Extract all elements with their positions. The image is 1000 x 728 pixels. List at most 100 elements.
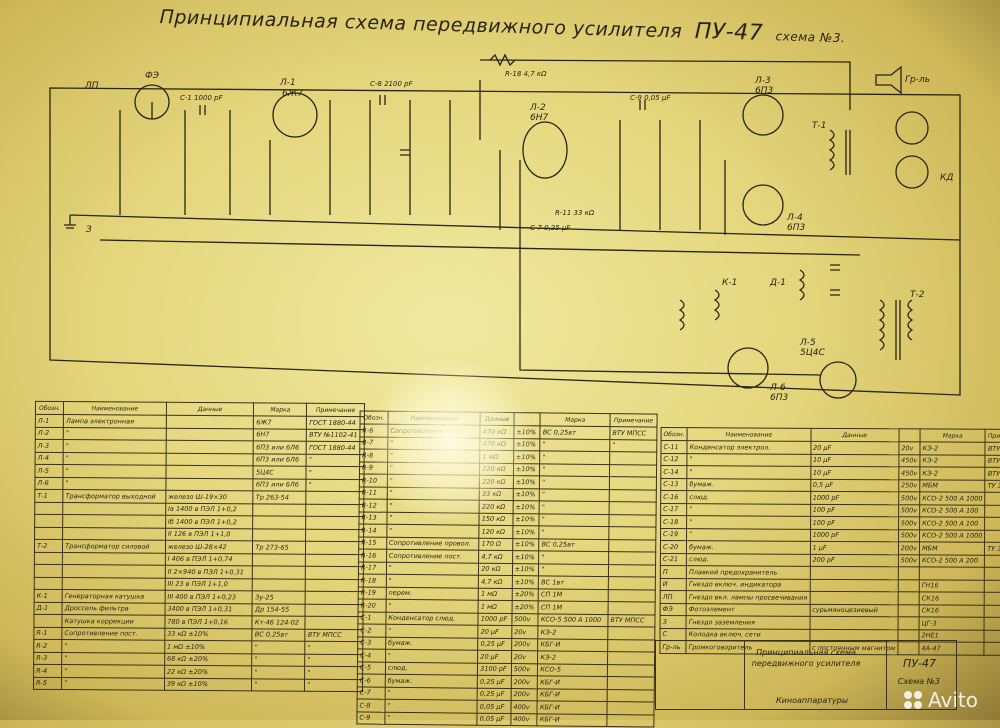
table-cell: 33 кΩ ±10% bbox=[164, 627, 253, 641]
table-cell: С-11 bbox=[660, 440, 688, 454]
table-cell: R-14 bbox=[358, 523, 387, 537]
table-cell: Л-3 bbox=[35, 439, 64, 453]
table-cell: ВТУ МПСС bbox=[305, 628, 363, 642]
table-cell: железо Ш-28×42 bbox=[165, 540, 253, 554]
table-cell: слюд. bbox=[686, 553, 810, 567]
table-cell: 170 Ω bbox=[478, 537, 513, 551]
table-cell bbox=[608, 576, 656, 590]
table-cell: 1 мΩ bbox=[478, 587, 513, 601]
table-cell bbox=[984, 579, 1000, 593]
table-cell: 500v bbox=[898, 491, 920, 505]
table-cell: " bbox=[63, 477, 166, 491]
table-cell: R-1 bbox=[33, 626, 63, 640]
table-cell: " bbox=[63, 464, 166, 478]
table-cell: 22 кΩ ±20% bbox=[164, 665, 253, 679]
tube-l3 bbox=[742, 94, 784, 136]
table-cell: 500v bbox=[511, 613, 539, 626]
table-cell: " bbox=[306, 453, 365, 467]
table-cell: железо Ш-19×30 bbox=[165, 490, 254, 504]
table-cell: 20v bbox=[511, 650, 538, 664]
table-cell: С-3 bbox=[357, 636, 386, 650]
table-cell: R-3 bbox=[33, 651, 62, 665]
table-cell bbox=[608, 564, 656, 578]
table-cell: 4,7 кΩ bbox=[478, 575, 513, 589]
table-cell: Сопротивление пост. bbox=[387, 424, 481, 438]
table-cell: Гнездо вкл. лампы просвечивания bbox=[686, 590, 810, 604]
table-cell: Л-5 bbox=[34, 464, 64, 478]
table-cell: КЭ-2 bbox=[919, 454, 986, 468]
table-cell: С-12 bbox=[660, 453, 688, 466]
table-cell: 780 в ПЭЛ 1+0,16 bbox=[164, 615, 253, 629]
table-cell: ±10% bbox=[513, 475, 540, 489]
table-cell: Iб 1400 в ПЭЛ 1+0,2 bbox=[165, 515, 254, 529]
column-header: Данные bbox=[166, 402, 254, 416]
table-cell: Катушка коррекции bbox=[62, 614, 165, 628]
label-speaker: Гр-ль bbox=[905, 75, 930, 85]
table-cell: КЭ-2 bbox=[537, 650, 608, 665]
table-cell: ЦГ-3 bbox=[919, 616, 985, 630]
column-header: Наименование bbox=[687, 427, 811, 442]
table-cell bbox=[984, 604, 1000, 618]
table-cell: ±10% bbox=[512, 525, 540, 539]
table-cell: бумаж. bbox=[686, 478, 811, 492]
table-cell: 220 кΩ bbox=[479, 462, 514, 476]
table-cell: ВТУ №1102-41 bbox=[306, 428, 365, 442]
table-cell: R-13 bbox=[358, 511, 387, 525]
table-cell bbox=[306, 516, 364, 530]
table-cell: R-17 bbox=[358, 561, 387, 575]
table-cell: " bbox=[539, 488, 610, 502]
output-transformer bbox=[828, 129, 851, 175]
table-cell bbox=[34, 501, 63, 515]
label-c8: С-8 2100 pF bbox=[370, 80, 414, 88]
table-cell: СК16 bbox=[919, 591, 985, 605]
table-cell: ±10% bbox=[512, 538, 540, 551]
table-cell: 100 pF bbox=[810, 516, 899, 530]
table-cell: С-1 bbox=[357, 611, 386, 625]
table-cell: КСО-5 bbox=[537, 663, 608, 677]
avito-logo-icon bbox=[904, 691, 923, 709]
table-cell bbox=[608, 514, 657, 528]
table-cell: 6П3 или 6Л6 bbox=[253, 453, 307, 467]
table-cell: КБГ-И bbox=[537, 700, 608, 715]
table-cell: КБГ-И bbox=[537, 675, 608, 690]
table-cell bbox=[607, 664, 655, 678]
table-cell: II 2×940 в ПЭЛ 1+0,31 bbox=[165, 565, 253, 579]
table-cell: ВТУ 623-48 bbox=[985, 454, 1000, 468]
table-cell: R-6 bbox=[359, 423, 388, 437]
table-cell bbox=[897, 616, 920, 630]
capacitors bbox=[199, 95, 840, 296]
table-cell: Гнездо заземления bbox=[686, 615, 810, 629]
table-cell: К-1 bbox=[34, 589, 63, 603]
table-cell bbox=[62, 577, 166, 591]
table-cell: С-18 bbox=[660, 515, 687, 529]
table-cell: ТУ 3-46 bbox=[984, 542, 1000, 555]
table-cell: перем. bbox=[385, 586, 479, 601]
table-cell: " bbox=[538, 563, 609, 577]
column-header: Примечание bbox=[609, 413, 658, 428]
tube-l4 bbox=[742, 184, 784, 226]
table-cell: Дроссель фильтра bbox=[62, 602, 165, 616]
table-cell: " bbox=[61, 677, 165, 691]
table-cell: R-8 bbox=[359, 448, 388, 462]
table-cell bbox=[608, 501, 657, 515]
column-header: Примечание bbox=[306, 403, 365, 417]
column-header: Обозн. bbox=[360, 410, 388, 425]
table-cell bbox=[609, 476, 657, 490]
table-cell: Д-1 bbox=[34, 601, 63, 615]
table-cell bbox=[253, 515, 307, 529]
table-cell: " bbox=[686, 503, 811, 517]
table-cell: Тр 273-65 bbox=[252, 540, 306, 554]
table-cell bbox=[607, 626, 655, 640]
table-cell: 200v bbox=[511, 675, 538, 689]
table-cell: 200v bbox=[898, 541, 920, 555]
table-cell: КБГ-И bbox=[537, 688, 608, 702]
table-cell: Конденсатор слюд. bbox=[385, 611, 479, 626]
r18-wire bbox=[479, 59, 851, 140]
table-cell: III 23 в ПЭЛ 1+1,0 bbox=[164, 577, 253, 591]
table-cell: 400v bbox=[510, 700, 538, 714]
table-cell: С-8 bbox=[357, 698, 385, 712]
table-cell bbox=[607, 689, 655, 703]
table-cell: " bbox=[539, 513, 609, 527]
table-cell bbox=[609, 489, 657, 503]
